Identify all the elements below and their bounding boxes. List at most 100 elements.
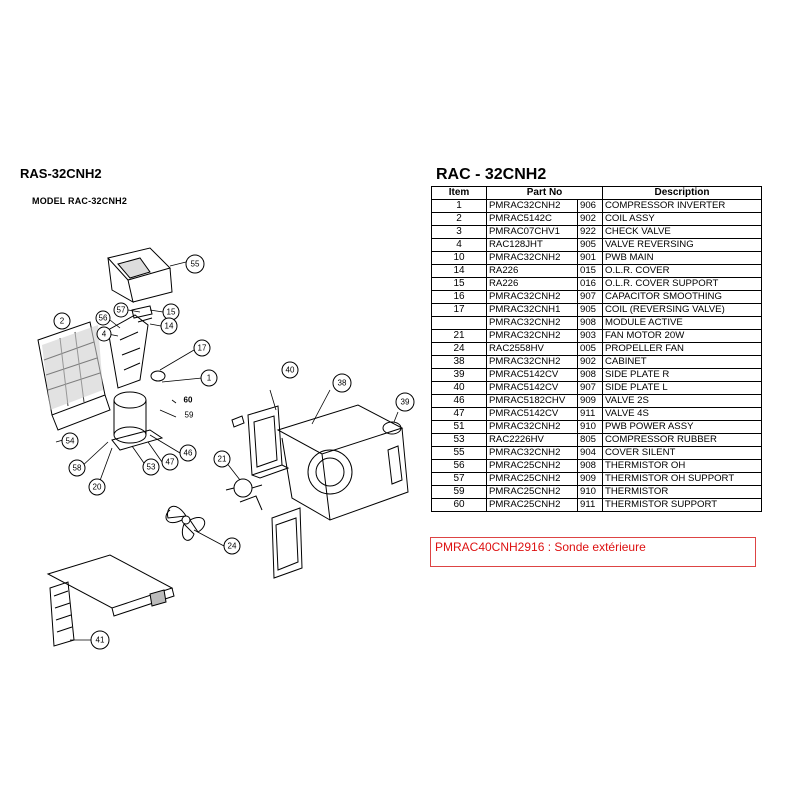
callout-58: 58 <box>73 464 82 473</box>
cell-item: 57 <box>431 472 487 486</box>
cell-part: PMRAC5142CV <box>486 407 578 421</box>
callout-4: 4 <box>102 330 107 339</box>
cell-code: 904 <box>577 446 603 460</box>
propeller-drawing <box>165 505 206 541</box>
cell-item: 59 <box>431 485 487 499</box>
cell-part: PMRAC32CNH1 <box>486 303 578 317</box>
cell-code: 905 <box>577 303 603 317</box>
cell-code: 909 <box>577 394 603 408</box>
coil-drawing <box>37 321 111 431</box>
cell-desc: O.L.R. COVER SUPPORT <box>602 277 762 291</box>
cell-code: 015 <box>577 264 603 278</box>
callout-circles <box>53 254 415 650</box>
cell-code: 907 <box>577 381 603 395</box>
cell-part: PMRAC5142CV <box>486 368 578 382</box>
cell-part: PMRAC32CNH2 <box>486 420 578 434</box>
callout-14: 14 <box>165 322 174 331</box>
parts-table-header: Item Part No Description <box>431 186 762 200</box>
cell-item: 56 <box>431 459 487 473</box>
cell-part: RAC2558HV <box>486 342 578 356</box>
cell-item: 38 <box>431 355 487 369</box>
cell-part: PMRAC32CNH2 <box>486 251 578 265</box>
model-label: MODEL RAC-32CNH2 <box>32 196 128 206</box>
cell-part: PMRAC32CNH2 <box>486 316 578 330</box>
cell-desc: MODULE ACTIVE <box>602 316 762 330</box>
front-panel-drawing <box>271 507 303 579</box>
callout-17: 17 <box>198 344 207 353</box>
cell-part: RA226 <box>486 277 578 291</box>
cell-item: 2 <box>431 212 487 226</box>
cell-desc: COMPRESSOR INVERTER <box>602 199 762 213</box>
cell-item: 40 <box>431 381 487 395</box>
callout-47: 47 <box>166 458 175 467</box>
header-part-no: Part No <box>486 186 603 200</box>
cell-item: 51 <box>431 420 487 434</box>
header-description: Description <box>602 186 762 200</box>
cell-code: 908 <box>577 459 603 473</box>
cell-part: PMRAC25CNH2 <box>486 472 578 486</box>
cell-desc: COIL (REVERSING VALVE) <box>602 303 762 317</box>
cell-part: PMRAC5142CV <box>486 381 578 395</box>
cell-part: PMRAC32CNH2 <box>486 290 578 304</box>
left-title: RAS-32CNH2 <box>20 166 102 181</box>
callout-56: 56 <box>99 314 108 323</box>
callout-59: 59 <box>185 411 194 420</box>
cell-code: 922 <box>577 225 603 239</box>
cell-part: PMRAC25CNH2 <box>486 498 578 512</box>
cell-desc: SIDE PLATE L <box>602 381 762 395</box>
cell-desc: PROPELLER FAN <box>602 342 762 356</box>
cell-part: PMRAC5182CHV <box>486 394 578 408</box>
cell-desc: SIDE PLATE R <box>602 368 762 382</box>
cell-item: 55 <box>431 446 487 460</box>
cell-part: PMRAC32CNH2 <box>486 446 578 460</box>
cell-desc: THERMISTOR SUPPORT <box>602 498 762 512</box>
cell-desc: VALVE 4S <box>602 407 762 421</box>
callout-41: 41 <box>96 636 105 645</box>
callout-1: 1 <box>207 374 212 383</box>
cell-item: 1 <box>431 199 487 213</box>
cell-desc: O.L.R. COVER <box>602 264 762 278</box>
cell-code: 909 <box>577 472 603 486</box>
cell-desc: VALVE 2S <box>602 394 762 408</box>
cell-code: 902 <box>577 355 603 369</box>
cell-desc: CAPACITOR SMOOTHING <box>602 290 762 304</box>
cell-code: 910 <box>577 420 603 434</box>
cell-part: PMRAC32CNH2 <box>486 329 578 343</box>
cell-part: PMRAC25CNH2 <box>486 459 578 473</box>
fan-motor-drawing <box>225 478 263 511</box>
cell-item: 24 <box>431 342 487 356</box>
cabinet-drawing <box>276 404 409 521</box>
cell-part: PMRAC5142C <box>486 212 578 226</box>
cell-desc: PWB MAIN <box>602 251 762 265</box>
cell-desc: PWB POWER ASSY <box>602 420 762 434</box>
side-plate-l-drawing <box>247 405 290 479</box>
cell-item: 60 <box>431 498 487 512</box>
cell-item: 47 <box>431 407 487 421</box>
cell-item: 3 <box>431 225 487 239</box>
cell-desc: CHECK VALVE <box>602 225 762 239</box>
cell-item: 16 <box>431 290 487 304</box>
cell-code: 911 <box>577 407 603 421</box>
callout-54: 54 <box>66 437 75 446</box>
callout-24: 24 <box>228 542 237 551</box>
cell-desc: COIL ASSY <box>602 212 762 226</box>
callout-2: 2 <box>60 317 65 326</box>
cell-code: 910 <box>577 485 603 499</box>
callout-60: 60 <box>184 396 193 405</box>
cell-code: 005 <box>577 342 603 356</box>
